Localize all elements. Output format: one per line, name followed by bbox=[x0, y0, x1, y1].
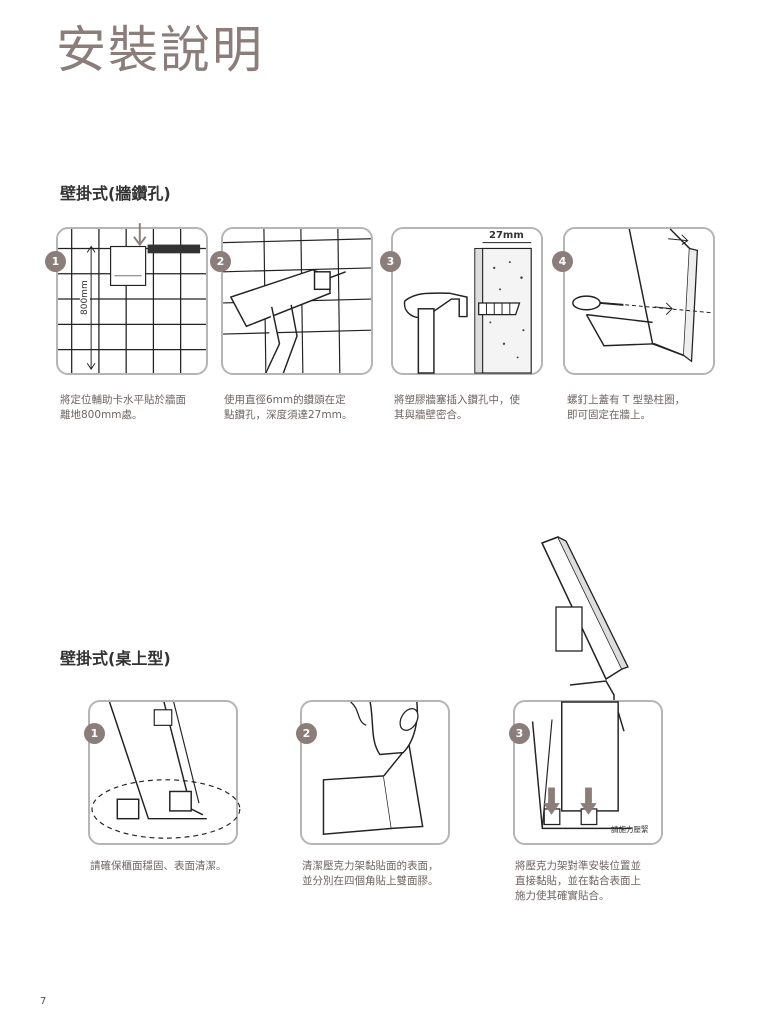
illustration-panel-2: 2 bbox=[210, 227, 373, 375]
screw-mount-illustration bbox=[572, 228, 712, 363]
hammer-anchor-illustration bbox=[403, 242, 532, 374]
step-badge: 2 bbox=[296, 723, 317, 744]
depth-annotation: 27mm bbox=[489, 230, 524, 241]
wall-grid-illustration bbox=[58, 223, 206, 373]
drill-illustration bbox=[223, 228, 371, 374]
step-badge: 2 bbox=[210, 251, 231, 272]
illustration-panel-7: 請施力壓緊 3 bbox=[509, 700, 663, 845]
illustration-panel-6: 2 bbox=[296, 700, 450, 845]
press-stand-illustration bbox=[531, 701, 632, 830]
distance-annotation: 800mm bbox=[80, 278, 90, 317]
step-caption: 使用直徑6mm的鑽頭在定 點鑽孔，深度須達27mm。 bbox=[224, 394, 353, 421]
adhesive-tape-illustration bbox=[322, 701, 424, 836]
step-badge: 3 bbox=[380, 251, 401, 272]
step-badge: 4 bbox=[552, 251, 573, 272]
step-badge: 1 bbox=[45, 251, 66, 272]
section-title-desktop: 壁掛式(桌上型) bbox=[60, 649, 171, 668]
illustration-panel-5: 1 bbox=[84, 700, 241, 845]
step-caption: 清潔壓克力架黏貼面的表面， 並分別在四個角貼上雙面膠。 bbox=[302, 860, 439, 887]
step-caption: 螺釘上蓋有 T 型墊柱圈， 即可固定在牆上。 bbox=[567, 394, 686, 421]
step-badge: 1 bbox=[84, 723, 105, 744]
step-caption: 將塑膠牆塞插入鑽孔中，使 其與牆壁密合。 bbox=[394, 394, 520, 421]
press-annotation: 請施力壓緊 bbox=[611, 825, 649, 834]
step-caption: 請確保櫃面穩固、表面清潔。 bbox=[90, 860, 227, 872]
illustration-panel-4: 4 bbox=[552, 227, 715, 375]
section-title-wall-drill: 壁掛式(牆鑽孔) bbox=[60, 184, 171, 203]
step-caption: 將壓克力架對準安裝位置並 直接黏貼，並在黏合表面上 施力使其確實貼合。 bbox=[515, 860, 641, 902]
illustration-panel-1: 800mm 1 bbox=[45, 223, 208, 375]
illustration-panel-3: 27mm 3 bbox=[380, 227, 543, 375]
step-caption: 將定位輔助卡水平貼於牆面 離地800mm處。 bbox=[60, 394, 186, 421]
step-badge: 3 bbox=[509, 723, 530, 744]
stand-base-illustration bbox=[91, 701, 241, 839]
page-title: 安裝說明 bbox=[56, 21, 264, 79]
page-number: 7 bbox=[40, 996, 47, 1007]
